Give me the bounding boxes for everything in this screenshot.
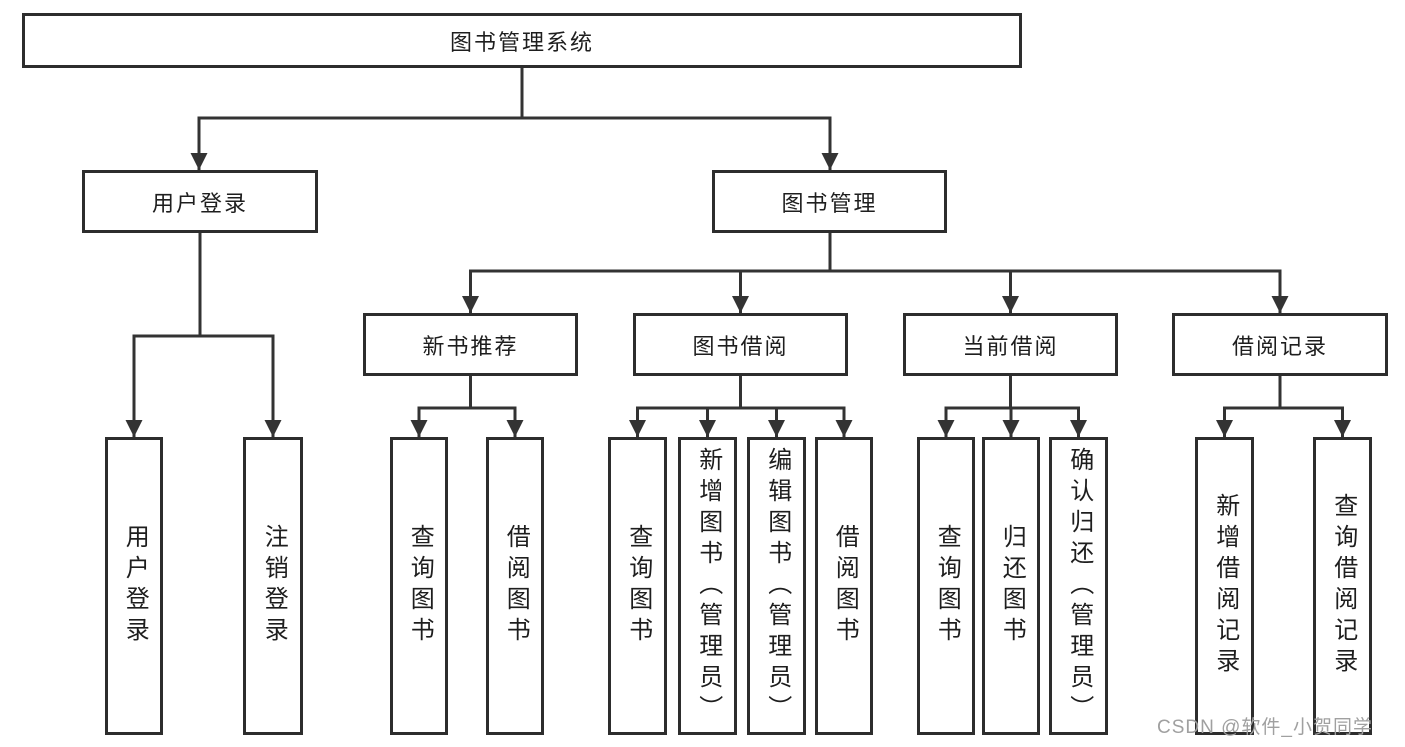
node-library-management-system: 图书管理系统	[22, 13, 1022, 68]
node-add-borrow-record: 新增借阅记录	[1195, 437, 1254, 735]
node-logout-action: 注销登录	[243, 437, 303, 735]
node-current-borrowing: 当前借阅	[903, 313, 1118, 376]
node-query-books-recommend: 查询图书	[390, 437, 448, 735]
node-query-borrow-record: 查询借阅记录	[1313, 437, 1372, 735]
node-return-books: 归还图书	[982, 437, 1040, 735]
node-borrow-books-borrowing: 借阅图书	[815, 437, 873, 735]
node-borrowing-records: 借阅记录	[1172, 313, 1388, 376]
node-edit-book-admin: 编辑图书（管理员）	[747, 437, 806, 735]
node-confirm-return-admin: 确认归还（管理员）	[1049, 437, 1108, 735]
node-add-book-admin: 新增图书（管理员）	[678, 437, 737, 735]
node-query-books-current: 查询图书	[917, 437, 975, 735]
node-new-book-recommendation: 新书推荐	[363, 313, 578, 376]
node-book-borrowing: 图书借阅	[633, 313, 848, 376]
watermark-text: CSDN @软件_小贺同学	[1157, 717, 1373, 738]
node-user-login-action: 用户登录	[105, 437, 163, 735]
node-book-management: 图书管理	[712, 170, 947, 233]
node-query-books-borrowing: 查询图书	[608, 437, 667, 735]
node-user-login: 用户登录	[82, 170, 318, 233]
node-borrow-books-recommend: 借阅图书	[486, 437, 544, 735]
